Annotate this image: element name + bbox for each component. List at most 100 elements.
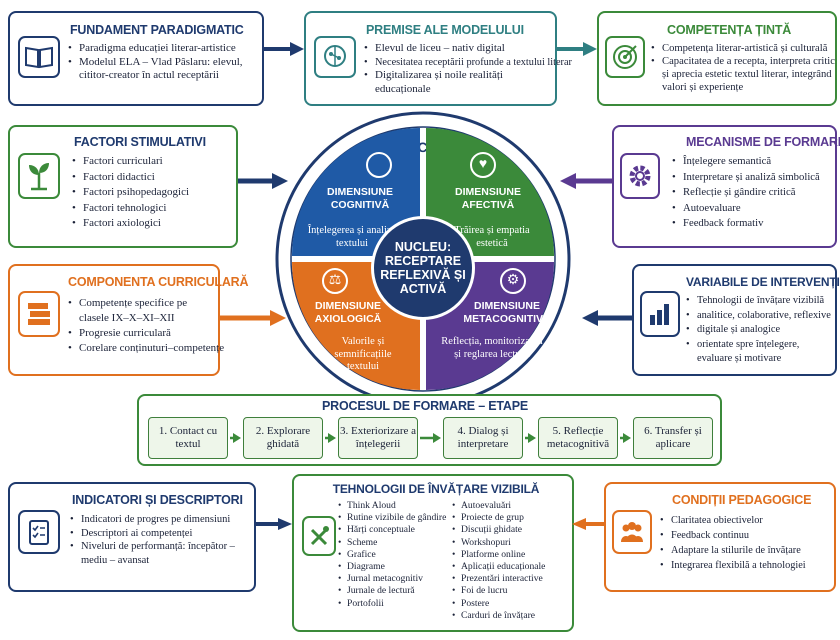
list-item: Grafice bbox=[338, 549, 450, 561]
list-item: Modelul ELA – Vlad Pâslaru: elevul, citi… bbox=[68, 56, 258, 83]
process-step-1: 1. Contact cu textul bbox=[148, 417, 228, 459]
competenta-box: COMPETENȚA ȚINTĂ Competența literar-arti… bbox=[597, 11, 837, 106]
brain-circuit-icon bbox=[314, 36, 356, 78]
list-item: Think Aloud bbox=[338, 500, 450, 512]
indicatori-box: INDICATORI ȘI DESCRIPTORI Indicatori de … bbox=[8, 482, 256, 592]
list-item: analitice, colaborative, reflexive bbox=[686, 309, 836, 324]
factori-list: Factori curriculari Factori didactici Fa… bbox=[72, 154, 232, 232]
list-item: Înțelegere semantică bbox=[672, 154, 838, 170]
list-item: Niveluri de performanță: începător – med… bbox=[70, 540, 254, 567]
list-item: Descriptori ai competenței bbox=[70, 527, 254, 541]
list-item: Claritatea obiectivelor bbox=[660, 513, 836, 528]
dim-axiologica-title: DIMENSIUNE AXIOLOGICĂ bbox=[314, 300, 382, 325]
tehnologii-box: TEHNOLOGII DE ÎNVĂȚARE VIZIBILĂ Think Al… bbox=[292, 474, 574, 632]
list-item: Jurnal metacognitiv bbox=[338, 573, 450, 585]
bar-chart-icon bbox=[640, 291, 680, 337]
list-item: Tehnologii de învățare vizibilă bbox=[686, 294, 836, 309]
list-item: Workshopuri bbox=[452, 537, 572, 549]
dim-axiologica-desc: Valorile și semnificațiile textului bbox=[334, 336, 392, 372]
list-item: Factori psihopedagogici bbox=[72, 185, 232, 201]
list-item: Prezentări interactive bbox=[452, 573, 572, 585]
fundament-list: Paradigma educației literar-artistice Mo… bbox=[68, 42, 258, 83]
list-item: Elevul de liceu – nativ digital bbox=[364, 42, 556, 56]
list-item: Interpretare și analiză simbolică bbox=[672, 170, 838, 186]
list-item: Factori curriculari bbox=[72, 154, 232, 170]
list-item: digitale și analogice bbox=[686, 323, 836, 338]
tehnologii-col2: AutoevaluăriProiecte de grupDiscuții ghi… bbox=[452, 500, 572, 622]
step-arrow-icon bbox=[620, 433, 631, 443]
dim-afectiva-title: DIMENSIUNE AFECTIVĂ bbox=[455, 186, 521, 211]
list-item: orientate spre înțelegere, evaluare și m… bbox=[686, 338, 836, 367]
competenta-title: COMPETENȚA ȚINTĂ bbox=[667, 23, 792, 37]
list-item: Necesitatea receptării profunde a textul… bbox=[364, 56, 572, 70]
list-item: Digitalizarea și noile realități educați… bbox=[364, 69, 556, 96]
list-item: Platforme online bbox=[452, 549, 572, 561]
mecanisme-title: MECANISME DE FORMARE bbox=[686, 135, 840, 149]
tehnologii-col1: Think AloudRutine vizibile de gândireHăr… bbox=[338, 500, 450, 610]
factori-box: FACTORI STIMULATIVI Factori curriculari … bbox=[8, 125, 238, 248]
factori-title: FACTORI STIMULATIVI bbox=[74, 135, 206, 149]
mecanisme-box: MECANISME DE FORMARE Înțelegere semantic… bbox=[612, 125, 840, 248]
dim-metacognitiva-title: DIMENSIUNE METACOGNITIVĂ bbox=[463, 300, 551, 325]
step-arrow-icon bbox=[525, 433, 536, 443]
list-item: Discuții ghidate bbox=[452, 524, 572, 536]
quadrant-afectiva bbox=[426, 128, 554, 256]
book-icon bbox=[18, 36, 60, 78]
variabile-box: VARIABILE DE INTERVENȚIE Tehnologii de î… bbox=[632, 264, 840, 376]
process-step-3: 3. Exteriorizare a înțelegerii bbox=[338, 417, 418, 459]
list-item: Hărți conceptuale bbox=[338, 524, 450, 536]
list-item: Factori axiologici bbox=[72, 216, 232, 232]
process-step-4: 4. Dialog și interpretare bbox=[443, 417, 523, 459]
target-icon bbox=[605, 36, 645, 78]
process-step-6: 6. Transfer și aplicare bbox=[633, 417, 713, 459]
list-item: Foi de lucru bbox=[452, 585, 572, 597]
arrow-right-icon bbox=[557, 42, 597, 56]
conditii-box: CONDIȚII PEDAGOGICE Claritatea obiective… bbox=[604, 482, 836, 592]
tools-icon bbox=[302, 516, 336, 556]
target-gear-icon: ⚙ bbox=[500, 268, 526, 294]
list-item: Progresie curriculară bbox=[68, 326, 218, 341]
list-item: Factori didactici bbox=[72, 170, 232, 186]
step-arrow-icon bbox=[420, 433, 441, 443]
variabile-list: Tehnologii de învățare vizibilă analitic… bbox=[686, 294, 836, 367]
list-item: Competența literar-artistică și cultural… bbox=[651, 42, 835, 55]
proces-title: PROCESUL DE FORMARE – ETAPE bbox=[322, 399, 528, 413]
list-item: Rutine vizibile de gândire bbox=[338, 512, 450, 524]
proces-box bbox=[137, 394, 722, 466]
list-item: Capacitatea de a recepta, interpreta cri… bbox=[651, 55, 835, 94]
dim-metacognitiva-desc: Reflecția, monitorizarea și reglarea lec… bbox=[441, 336, 543, 360]
list-item: Autoevaluare bbox=[672, 201, 838, 217]
list-item: Aplicații educaționale bbox=[452, 561, 572, 573]
list-item: Feedback formativ bbox=[672, 216, 838, 232]
process-step-2: 2. Explorare ghidată bbox=[243, 417, 323, 459]
premise-list: Elevul de liceu – nativ digital Necesita… bbox=[364, 42, 572, 96]
premise-box: PREMISE ALE MODELULUI Elevul de liceu – … bbox=[304, 11, 572, 106]
list-item: Jurnale de lectură bbox=[338, 585, 450, 597]
list-item: Portofolii bbox=[338, 598, 450, 610]
fundament-title: FUNDAMENT PARADIGMATIC bbox=[70, 23, 244, 37]
arrow-right-icon bbox=[264, 42, 304, 56]
list-item: Proiecte de grup bbox=[452, 512, 572, 524]
competenta-list: Competența literar-artistică și cultural… bbox=[651, 42, 835, 94]
list-item: Competențe specifice pe clasele IX–X–XI–… bbox=[68, 296, 218, 326]
scale-icon: ⚖ bbox=[322, 268, 348, 294]
fundament-box: FUNDAMENT PARADIGMATIC Paradigma educați… bbox=[8, 11, 264, 106]
tehnologii-title: TEHNOLOGII DE ÎNVĂȚARE VIZIBILĂ bbox=[332, 482, 540, 496]
curriculara-box: COMPONENTA CURRICULARĂ Competențe specif… bbox=[8, 264, 249, 376]
list-item: Scheme bbox=[338, 537, 450, 549]
list-item: Autoevaluări bbox=[452, 500, 572, 512]
list-item: Indicatori de progres pe dimensiuni bbox=[70, 513, 254, 527]
list-item: Factori tehnologici bbox=[72, 201, 232, 217]
list-item: Carduri de învățare bbox=[452, 610, 572, 622]
arrow-right-icon bbox=[220, 310, 286, 326]
list-item: Postere bbox=[452, 598, 572, 610]
premise-title: PREMISE ALE MODELULUI bbox=[366, 23, 524, 37]
dim-cognitiva-title: DIMENSIUNE COGNITIVĂ bbox=[327, 186, 393, 211]
gear-icon bbox=[620, 153, 660, 199]
conditii-list: Claritatea obiectivelor Feedback continu… bbox=[660, 513, 836, 573]
nucleu-text: NUCLEU: RECEPTARE REFLEXIVĂ ȘI ACTIVĂ bbox=[380, 240, 466, 296]
arrow-right-icon bbox=[238, 173, 288, 189]
list-item: Diagrame bbox=[338, 561, 450, 573]
indicatori-title: INDICATORI ȘI DESCRIPTORI bbox=[72, 493, 243, 507]
arrow-left-icon bbox=[582, 310, 632, 326]
